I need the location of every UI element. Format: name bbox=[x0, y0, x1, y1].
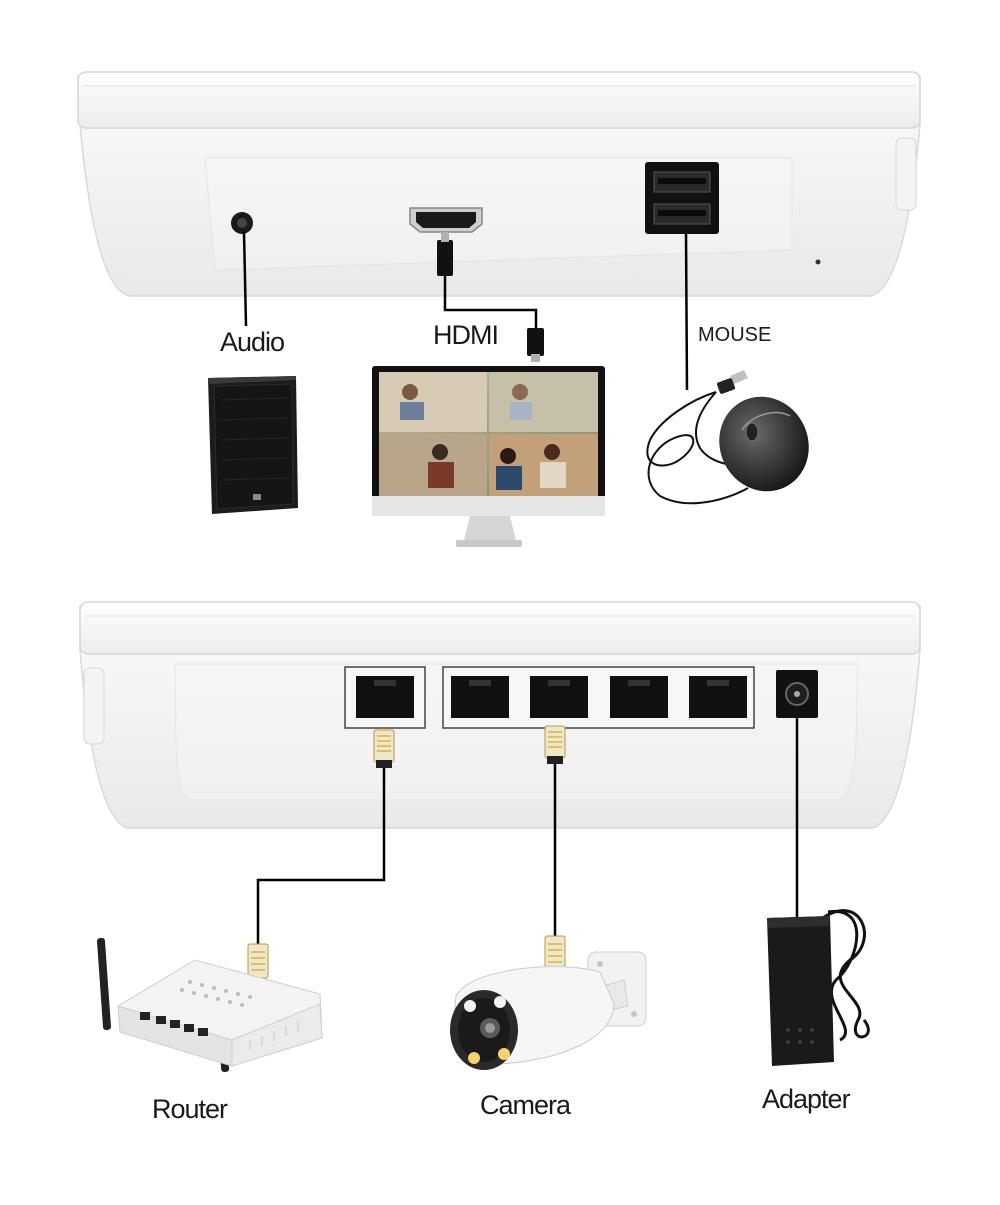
rj45-plug-icon bbox=[373, 729, 395, 768]
audio-label: Audio bbox=[220, 327, 285, 357]
audio-cable bbox=[242, 231, 248, 327]
monitor-icon bbox=[372, 366, 605, 547]
rj45-plug-icon bbox=[544, 935, 566, 969]
mouse-cable bbox=[684, 233, 689, 391]
usb-port-icon bbox=[645, 162, 719, 234]
dc-power-port-icon bbox=[776, 670, 818, 718]
hdmi-label: HDMI bbox=[433, 320, 499, 350]
top-nvr-unit bbox=[77, 71, 921, 297]
camera-label: Camera bbox=[480, 1090, 571, 1120]
audio-port-icon bbox=[231, 212, 253, 234]
wan-port-icon bbox=[344, 666, 426, 729]
hdmi-cable bbox=[437, 232, 544, 362]
adapter-icon bbox=[767, 909, 870, 1066]
lan-ports-icon bbox=[442, 666, 755, 729]
camera-icon bbox=[450, 951, 647, 1070]
adapter-label: Adapter bbox=[762, 1084, 851, 1114]
rj45-plug-icon bbox=[544, 725, 566, 764]
router-label: Router bbox=[152, 1094, 228, 1124]
mouse-icon bbox=[646, 370, 809, 505]
speaker-icon bbox=[208, 376, 298, 514]
router-cable bbox=[256, 768, 386, 944]
hdmi-port-icon bbox=[409, 207, 483, 233]
mouse-label: MOUSE bbox=[698, 324, 772, 346]
router-icon bbox=[97, 938, 323, 1072]
rj45-plug-icon bbox=[247, 943, 269, 979]
